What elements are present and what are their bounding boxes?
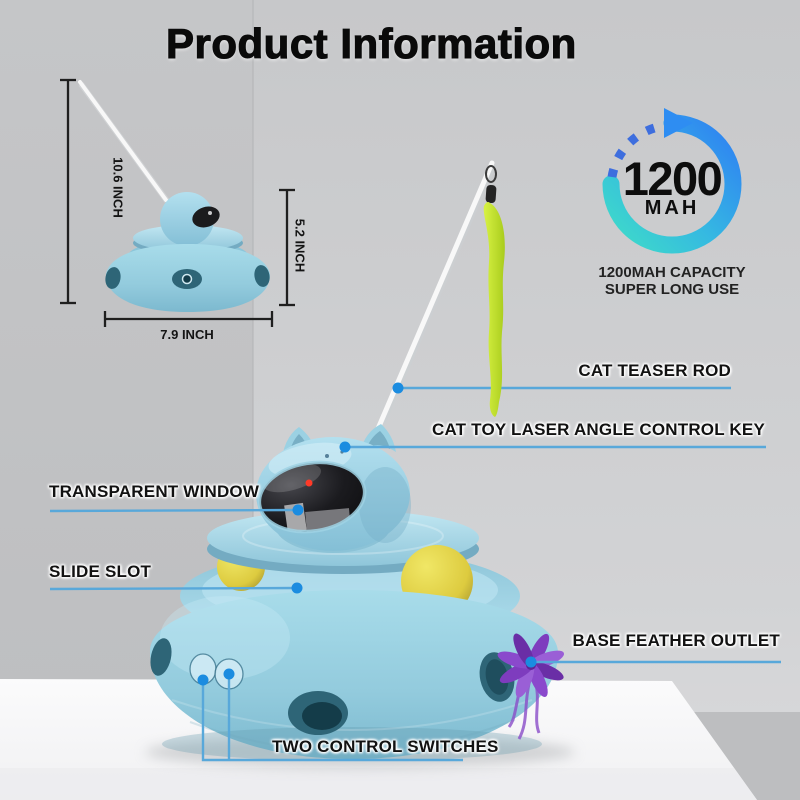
- small-cat-head: [160, 192, 214, 246]
- callout-line-switch-1: [201, 680, 463, 762]
- battery-caption-line2: SUPER LONG USE: [604, 281, 740, 298]
- battery-caption-line1: 1200MAH CAPACITY: [598, 264, 746, 281]
- ring-dashed-arc: [607, 122, 660, 178]
- callout-dot-teaser-rod: [392, 382, 404, 394]
- callout-dot-switch-1: [197, 674, 209, 686]
- callout-line-transparent-window: [49, 508, 299, 513]
- callout-dot-laser-key: [339, 441, 351, 453]
- callout-label-feather-outlet: BASE FEATHER OUTLET: [572, 631, 780, 650]
- callout-label-laser-key: CAT TOY LASER ANGLE CONTROL KEY: [431, 420, 765, 439]
- ring-solid-arc: [602, 114, 742, 254]
- base-ring: [149, 590, 559, 759]
- callout-line-slide-slot: [49, 586, 298, 591]
- battery-ring-badge: [602, 108, 742, 254]
- height-dimension-line: [60, 78, 76, 305]
- worm-body: [483, 202, 505, 417]
- feather-outlet-hole: [479, 652, 515, 702]
- table-front-edge: [0, 768, 757, 800]
- width-dimension-label: 7.9 INCH: [160, 327, 214, 342]
- callout-dot-switch-2: [223, 668, 235, 680]
- callout-label-transparent-window: TRANSPARENT WINDOW: [49, 482, 260, 501]
- page-title: Product Information: [165, 19, 577, 67]
- rod-hook-icon: [485, 165, 497, 183]
- callout-label-teaser-rod: CAT TEASER ROD: [578, 361, 731, 380]
- laser-red-dot: [305, 479, 313, 487]
- teaser-worm-lure: [483, 165, 505, 417]
- ring-arrow-icon: [664, 108, 693, 138]
- dome-height-dimension-label: 5.2 INCH: [292, 218, 308, 273]
- callout-dot-transparent-window: [292, 504, 304, 516]
- small-right-hole: [254, 265, 270, 287]
- small-left-hole: [105, 267, 121, 289]
- dome-height-dimension-line: [279, 188, 295, 307]
- small-teaser-rod: [78, 80, 168, 202]
- callout-dot-slide-slot: [291, 582, 303, 594]
- dimension-diagram-product: [60, 78, 295, 327]
- callout-dot-feather-outlet: [525, 656, 537, 668]
- battery-capacity-unit: MAH: [644, 197, 700, 219]
- height-dimension-label: 10.6 INCH: [110, 157, 126, 218]
- floor-right: [694, 712, 800, 800]
- small-dome-window: [192, 206, 220, 228]
- callout-leader-lines: [49, 441, 781, 762]
- width-dimension-line: [103, 311, 274, 327]
- callout-label-control-switches: TWO CONTROL SWITCHES: [272, 737, 499, 756]
- base-left-hole: [150, 638, 172, 676]
- callout-label-slide-slot: SLIDE SLOT: [49, 562, 152, 581]
- cat-teaser-rod: [365, 160, 495, 455]
- main-product-image: [149, 160, 559, 761]
- battery-capacity-value: 1200: [622, 152, 723, 205]
